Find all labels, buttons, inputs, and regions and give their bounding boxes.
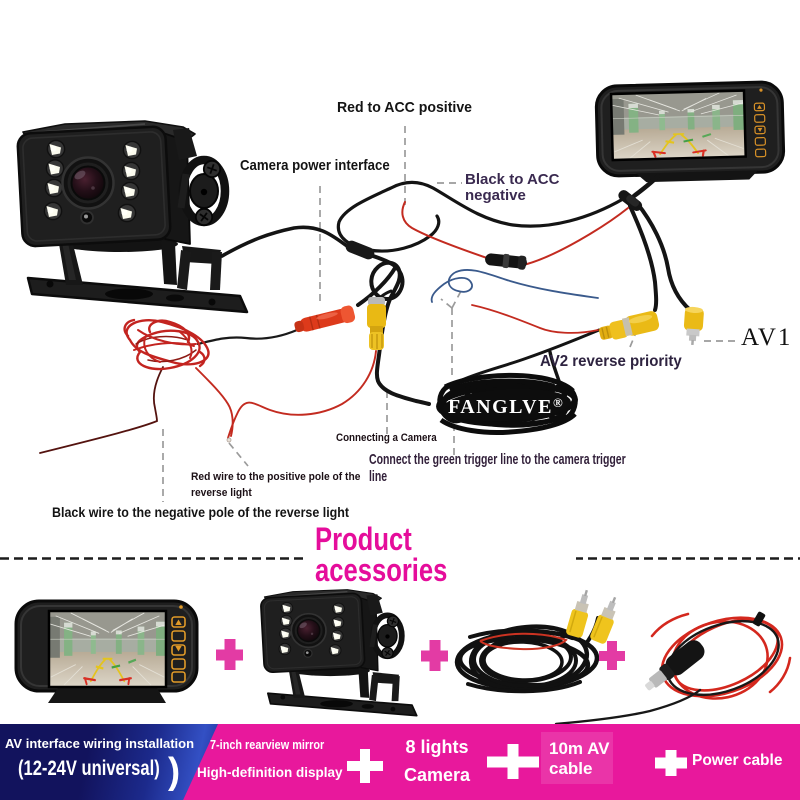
svg-text:FANGLVE®: FANGLVE® xyxy=(448,395,564,418)
